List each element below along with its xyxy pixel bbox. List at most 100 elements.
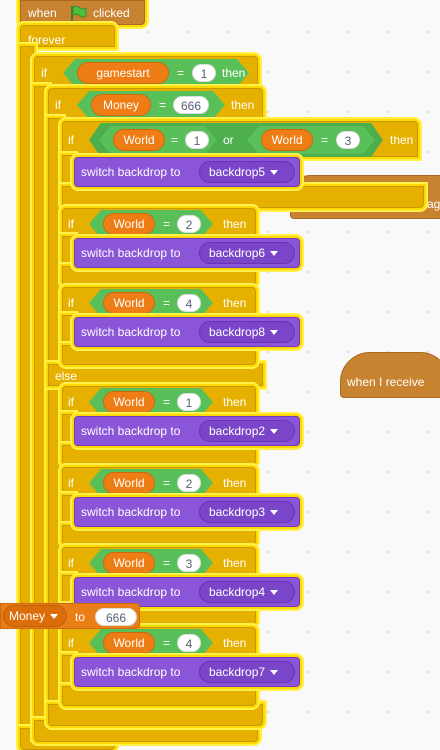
backdrop-dropdown[interactable]: backdrop4 (199, 581, 295, 603)
money-variable-dropdown[interactable]: Money (3, 605, 67, 627)
set-money-block[interactable]: Money to 666 (0, 603, 140, 629)
dropdown-arrow-icon (270, 330, 279, 336)
if-world-3-block[interactable]: if World = 3 then (62, 547, 256, 577)
world-variable[interactable]: World (103, 632, 155, 654)
world-variable[interactable]: World (103, 552, 155, 574)
dropdown-arrow-icon (270, 251, 279, 257)
switch-backdrop-label: switch backdrop to (81, 424, 181, 438)
switch-backdrop-label: switch backdrop to (81, 165, 181, 179)
switch-backdrop-label: switch backdrop to (81, 246, 181, 260)
then-label: then (223, 296, 247, 310)
switch-backdrop-block[interactable]: switch backdrop to backdrop4 (74, 577, 300, 607)
forever-block[interactable]: forever (20, 25, 115, 47)
else-bar[interactable]: else (48, 364, 263, 386)
equals-sign: = (163, 296, 171, 310)
world-value-2[interactable]: 2 (177, 474, 201, 492)
world-value-4[interactable]: 4 (177, 634, 201, 652)
backdrop-dropdown[interactable]: backdrop8 (199, 321, 295, 343)
if-world-4-footer (62, 345, 256, 365)
if-world-1-block[interactable]: if World = 1 then (62, 386, 256, 416)
money-variable-name: Money (9, 609, 46, 623)
if-label: if (68, 296, 74, 310)
switch-backdrop-label: switch backdrop to (81, 585, 181, 599)
if-money-block[interactable]: if Money = 666 then (48, 88, 263, 120)
equals-sign: = (321, 133, 329, 147)
then-label: then (231, 98, 255, 112)
then-label: then (223, 217, 247, 231)
set-money-value[interactable]: 666 (95, 608, 137, 626)
equals-sign: = (171, 133, 179, 147)
money-value[interactable]: 666 (173, 96, 209, 114)
world-variable[interactable]: World (103, 213, 155, 235)
dropdown-arrow-icon (270, 590, 279, 596)
backdrop-dropdown[interactable]: backdrop6 (199, 242, 295, 264)
when-i-receive-block[interactable]: when I receive (340, 352, 440, 398)
world-variable[interactable]: World (103, 391, 155, 413)
backdrop-name: backdrop7 (209, 665, 266, 679)
then-label: then (223, 395, 247, 409)
switch-backdrop-block[interactable]: switch backdrop to backdrop8 (74, 317, 300, 347)
if-money-footer (48, 704, 263, 726)
world-variable[interactable]: World (103, 472, 155, 494)
if-label: if (68, 636, 74, 650)
world-value-2[interactable]: 2 (177, 215, 201, 233)
world-variable[interactable]: World (103, 292, 155, 314)
dropdown-arrow-icon (270, 510, 279, 516)
money-variable[interactable]: Money (91, 94, 151, 116)
switch-backdrop-block[interactable]: switch backdrop to backdrop5 (74, 157, 300, 187)
clicked-label: clicked (93, 6, 130, 20)
when-i-receive-label: when I receive (347, 375, 425, 389)
equals-sign: = (159, 98, 167, 112)
world-value-3[interactable]: 3 (336, 131, 360, 149)
equals-sign: = (163, 556, 171, 570)
switch-backdrop-block[interactable]: switch backdrop to backdrop2 (74, 416, 300, 446)
if-label: if (68, 395, 74, 409)
switch-backdrop-label: switch backdrop to (81, 325, 181, 339)
equals-sign: = (163, 476, 171, 490)
if-label: if (55, 98, 61, 112)
if-label: if (68, 556, 74, 570)
if-label: if (68, 476, 74, 490)
if-label: if (68, 217, 74, 231)
dropdown-arrow-icon (50, 614, 59, 620)
then-label: then (223, 636, 247, 650)
if-world-4-block[interactable]: if World = 4 then (62, 287, 256, 317)
world-variable[interactable]: World (113, 129, 165, 151)
equals-sign: = (163, 395, 171, 409)
world-value-1[interactable]: 1 (185, 131, 209, 149)
if-label: if (41, 66, 47, 80)
when-label: when (28, 6, 57, 20)
then-label: then (223, 556, 247, 570)
forever-label: forever (28, 33, 66, 47)
gamestart-value[interactable]: 1 (192, 64, 216, 82)
then-label: then (223, 476, 247, 490)
gamestart-variable[interactable]: gamestart (77, 62, 169, 84)
if-world-or-block[interactable]: if World = 1 or World = 3 then (62, 121, 418, 157)
switch-backdrop-block[interactable]: switch backdrop to backdrop6 (74, 238, 300, 268)
backdrop-dropdown[interactable]: backdrop2 (199, 420, 295, 442)
backdrop-dropdown[interactable]: backdrop7 (199, 661, 295, 683)
if-gamestart-block[interactable]: if gamestart = 1 then (34, 56, 258, 88)
then-label: then (222, 66, 246, 80)
world-variable[interactable]: World (261, 129, 313, 151)
if-world-or-footer: ag (62, 186, 440, 211)
else-label: else (55, 369, 78, 383)
backdrop-dropdown[interactable]: backdrop5 (199, 161, 295, 183)
backdrop-name: backdrop5 (209, 165, 266, 179)
if-gamestart-arm (34, 86, 48, 738)
switch-backdrop-block[interactable]: switch backdrop to backdrop3 (74, 497, 300, 527)
world-value-4[interactable]: 4 (177, 294, 201, 312)
when-flag-clicked-block[interactable]: when clicked (20, 0, 145, 25)
backdrop-dropdown[interactable]: backdrop3 (199, 501, 295, 523)
equals-sign: = (163, 217, 171, 231)
equals-sign: = (177, 66, 185, 80)
world-value-1[interactable]: 1 (177, 393, 201, 411)
world-value-3[interactable]: 3 (177, 554, 201, 572)
switch-backdrop-block[interactable]: switch backdrop to backdrop7 (74, 657, 300, 687)
if-world-2-block[interactable]: if World = 2 then (62, 467, 256, 497)
if-world-4-block[interactable]: if World = 4 then (62, 627, 256, 657)
if-world-2-block[interactable]: if World = 2 then (62, 208, 256, 238)
backdrop-name: backdrop2 (209, 424, 266, 438)
green-flag-icon (71, 5, 87, 22)
or-label: or (223, 133, 234, 147)
